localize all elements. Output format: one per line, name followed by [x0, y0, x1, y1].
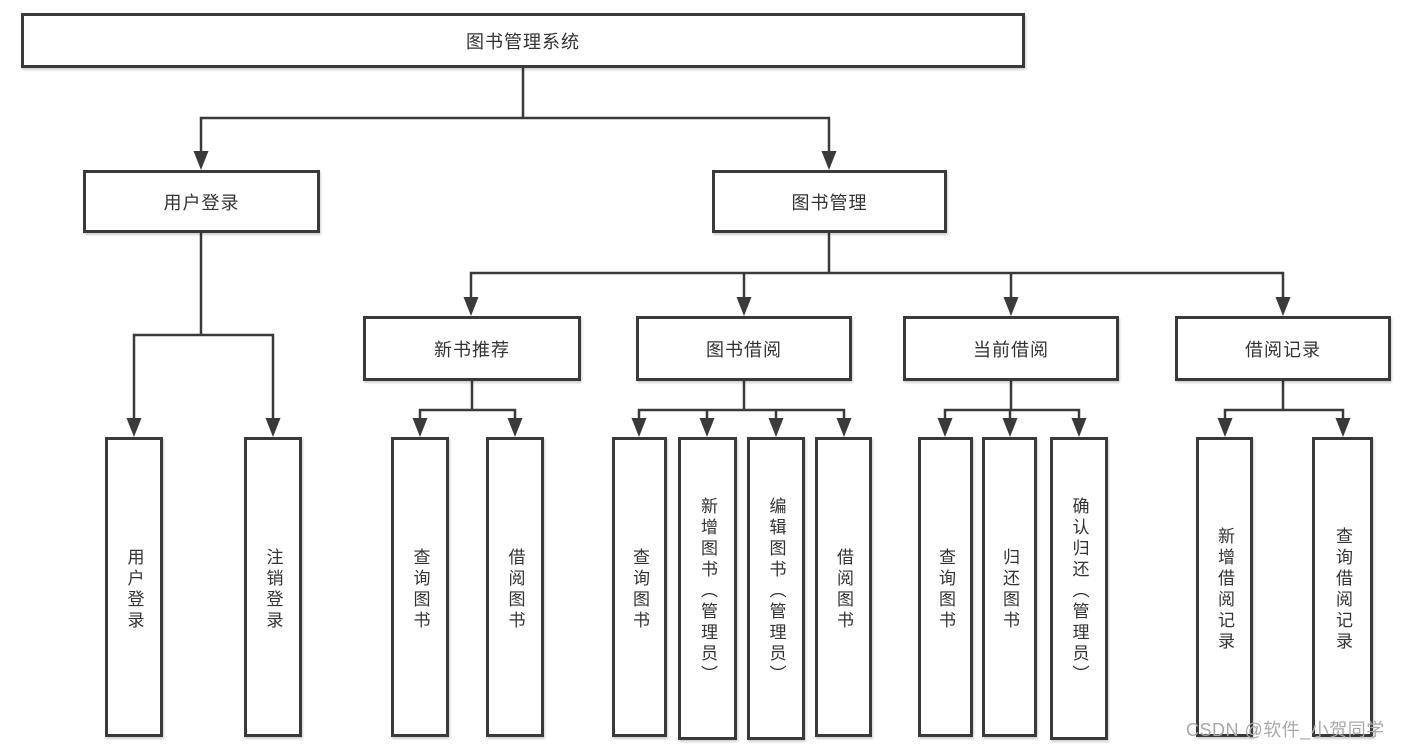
- node-new-book-recommend: 新书推荐: [363, 316, 581, 381]
- leaf-add-books-admin: 新增图书（管理员）: [678, 437, 737, 740]
- arrowheads: [126, 151, 1351, 437]
- leaf-borrow-books-recommend: 借阅图书: [486, 437, 544, 737]
- node-book-borrowing: 图书借阅: [636, 316, 852, 381]
- leaf-query-books-recommend: 查询图书: [391, 437, 449, 737]
- leaf-add-borrow-record: 新增借阅记录: [1196, 437, 1253, 737]
- leaf-logout: 注销登录: [244, 437, 302, 737]
- node-user-login: 用户登录: [83, 170, 320, 233]
- leaf-query-books-borrow: 查询图书: [612, 437, 667, 737]
- leaf-confirm-return-admin: 确认归还（管理员）: [1050, 437, 1108, 740]
- node-library-management-system: 图书管理系统: [21, 13, 1025, 68]
- node-book-management: 图书管理: [712, 170, 947, 233]
- leaf-user-login: 用户登录: [105, 437, 163, 737]
- leaf-edit-books-admin: 编辑图书（管理员）: [747, 437, 805, 740]
- node-borrowing-records: 借阅记录: [1175, 316, 1391, 381]
- csdn-watermark: CSDN @软件_小贺同学: [1186, 720, 1385, 740]
- leaf-query-books-current: 查询图书: [918, 437, 973, 737]
- node-current-borrowing: 当前借阅: [903, 316, 1119, 381]
- leaf-return-books: 归还图书: [982, 437, 1037, 737]
- leaf-query-borrow-record: 查询借阅记录: [1312, 437, 1373, 737]
- leaf-borrow-books: 借阅图书: [815, 437, 872, 737]
